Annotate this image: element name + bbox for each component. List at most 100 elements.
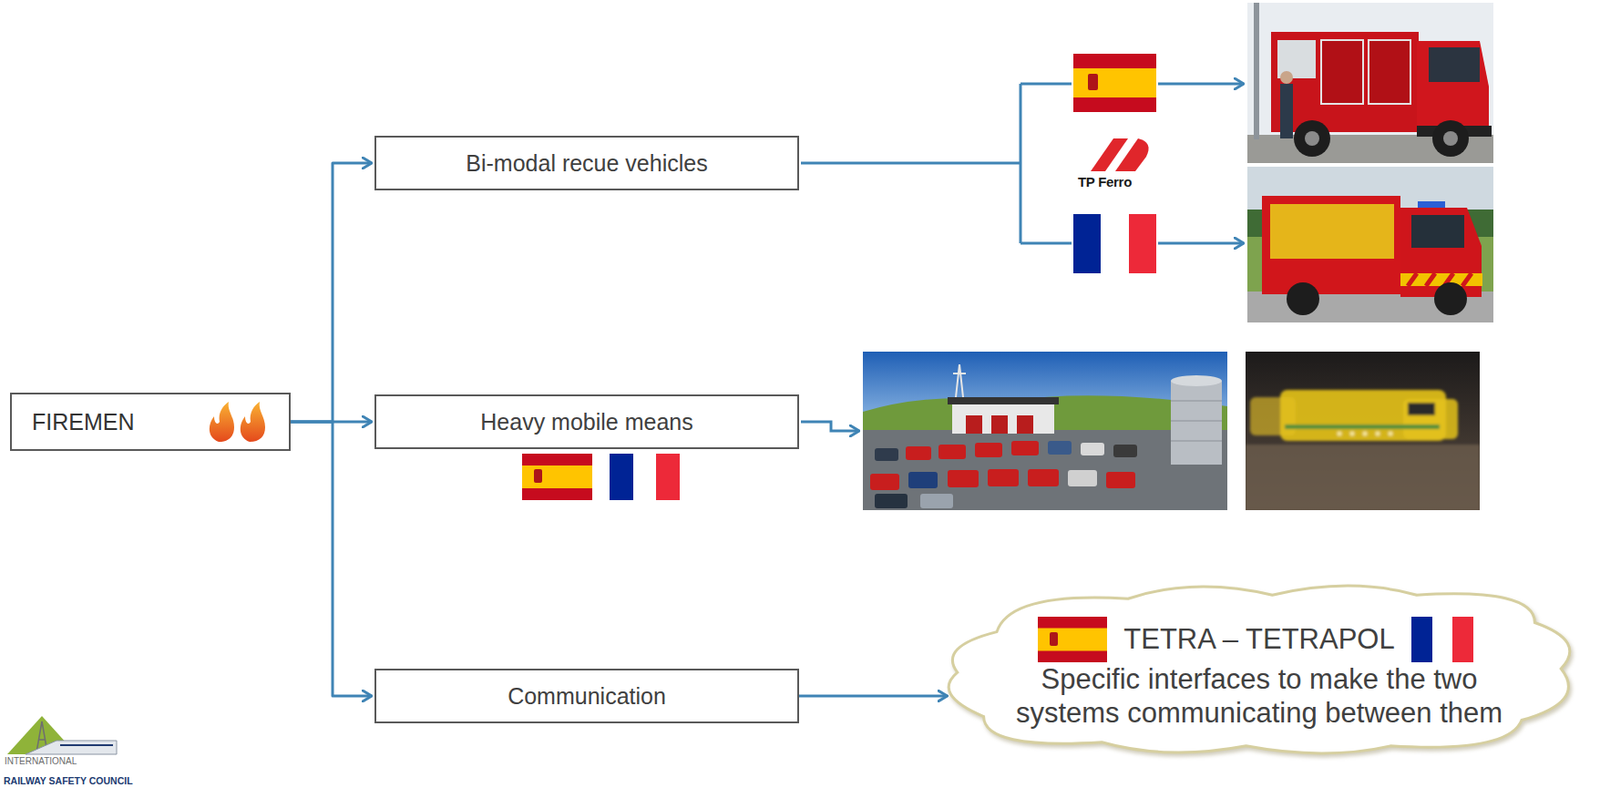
irsc-logo xyxy=(7,716,117,755)
flag-stripe xyxy=(656,453,680,501)
fire-truck-photo xyxy=(1247,166,1494,323)
light xyxy=(1388,431,1394,437)
wire-arrow xyxy=(800,421,860,431)
wheel xyxy=(1443,131,1458,146)
pole xyxy=(1253,2,1260,140)
flag-stripe xyxy=(609,453,634,501)
flag-stripe xyxy=(1037,628,1108,652)
wire-arrow xyxy=(1158,82,1244,86)
flag-stripe xyxy=(1452,616,1474,663)
ambulance-photo xyxy=(1245,351,1480,511)
connector-arrow xyxy=(290,163,372,422)
flag-stripe xyxy=(522,453,593,501)
vehicle xyxy=(1080,442,1105,456)
cloud-outline xyxy=(948,585,1570,754)
vehicle xyxy=(1113,444,1138,458)
person xyxy=(1280,71,1293,84)
wheel xyxy=(1286,282,1320,316)
logo-mark xyxy=(1115,138,1149,172)
building-roof xyxy=(947,397,1059,405)
building-door xyxy=(965,415,983,434)
truck-cab xyxy=(1400,207,1482,298)
spain-flag xyxy=(1037,616,1108,663)
light xyxy=(1350,431,1355,437)
callout-cloud: TETRA – TETRAPOLSpecific interfaces to m… xyxy=(931,576,1588,761)
silo xyxy=(1170,375,1222,387)
tp-ferro-logo xyxy=(1090,138,1149,172)
flag-stripe xyxy=(1037,616,1108,663)
truck-body xyxy=(1261,195,1401,295)
vehicle xyxy=(974,442,1003,458)
building xyxy=(952,402,1055,434)
truck-window xyxy=(1428,47,1480,83)
building-door xyxy=(1016,415,1034,434)
logo-train xyxy=(60,744,113,747)
fire-station-photo xyxy=(862,351,1228,511)
france-flag xyxy=(1073,214,1157,274)
photo-ground xyxy=(1247,2,1494,164)
stripe xyxy=(1284,424,1440,430)
light xyxy=(1363,431,1368,437)
wire-arrow xyxy=(1158,242,1244,246)
vehicle xyxy=(947,470,979,488)
wheel xyxy=(1304,131,1320,146)
process-box: Heavy mobile means xyxy=(374,394,800,450)
flag-stripe xyxy=(1411,616,1433,663)
node-label: Heavy mobile means xyxy=(480,409,693,436)
vehicle xyxy=(905,446,932,461)
vehicle xyxy=(870,473,900,491)
building-door xyxy=(991,415,1008,434)
vehicle xyxy=(1106,471,1136,489)
light xyxy=(1375,431,1381,437)
wire xyxy=(800,83,1072,244)
logo-text: TP Ferro xyxy=(1077,174,1132,190)
truck-window xyxy=(1411,215,1465,248)
flame xyxy=(209,401,235,442)
truck-body xyxy=(1271,31,1419,133)
truck-panel xyxy=(1321,40,1364,104)
flag-emblem xyxy=(1087,73,1098,91)
vehicle xyxy=(938,444,966,460)
beacon xyxy=(1417,201,1446,208)
window xyxy=(1407,402,1436,416)
flag-stripe xyxy=(1100,214,1129,274)
chevron-band xyxy=(1400,273,1483,287)
ground xyxy=(1245,444,1480,511)
node-body-text: Specific interfaces to make the two syst… xyxy=(985,662,1533,730)
vehicle xyxy=(1027,469,1059,487)
logo-text: RAILWAY SAFETY COUNCIL xyxy=(3,775,134,787)
flag-stripe xyxy=(1073,53,1157,113)
node-label: Communication xyxy=(507,683,667,710)
silo xyxy=(1170,380,1222,465)
flag-stripe xyxy=(1073,214,1101,274)
connector-arrow xyxy=(290,421,372,697)
flag-stripe xyxy=(1128,214,1157,274)
flag-stripe xyxy=(1073,68,1157,98)
node-label: Bi-modal recue vehicles xyxy=(465,150,708,177)
vehicle xyxy=(874,448,899,462)
vehicle xyxy=(1047,441,1072,455)
process-box: Communication xyxy=(374,668,800,724)
fire-truck-photo xyxy=(1247,2,1494,164)
vehicle xyxy=(920,493,954,509)
node-label: FIREMEN xyxy=(31,409,135,436)
silo xyxy=(1170,400,1222,442)
spain-flag xyxy=(522,453,593,501)
france-flag xyxy=(1411,616,1474,663)
process-box: FIREMEN xyxy=(10,392,291,452)
vehicle xyxy=(1067,470,1098,487)
vehicle xyxy=(908,471,938,489)
vehicle xyxy=(874,493,908,509)
chevron-band xyxy=(1407,273,1472,287)
logo-text: INTERNATIONAL xyxy=(4,756,77,767)
flag-stripe xyxy=(522,465,593,489)
wheel xyxy=(1432,120,1469,157)
person xyxy=(1280,83,1293,139)
spain-flag xyxy=(1073,53,1157,113)
truck-panel xyxy=(1368,40,1411,104)
wheel xyxy=(1293,120,1331,157)
light xyxy=(1337,431,1343,437)
logo-train xyxy=(25,740,117,755)
vehicle xyxy=(1011,441,1039,456)
